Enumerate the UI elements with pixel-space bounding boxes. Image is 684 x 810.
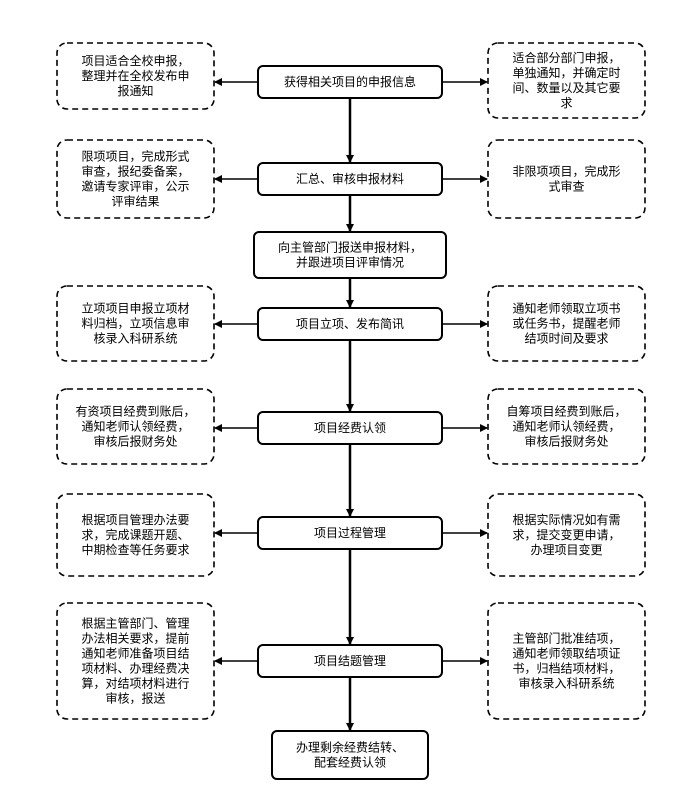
step-node-c3-box: [253, 231, 447, 279]
step-node-c7-text-line: 项目结题管理: [314, 653, 386, 668]
note-node-l6-text-line: 中期检查等任务要求: [81, 542, 189, 557]
note-node-l6-text-line: 求，完成课题开题、: [81, 527, 189, 542]
note-node-r5-text-line: 通知老师认领经费，: [512, 420, 620, 434]
step-node-c2-box: [257, 162, 443, 196]
note-node-r4-box: [487, 285, 646, 362]
note-node-r1-text-line: 单独通知，并确定时: [512, 65, 620, 80]
note-node-r1-text-line: 适合部分部门申报，: [512, 50, 620, 65]
note-node-r7-text-line: 主管部门批准结项，: [512, 631, 620, 646]
note-node-l2-text-line: 邀请专家评审，公示: [81, 179, 189, 194]
note-node-l5-text-line: 审核后报财务处: [93, 434, 177, 449]
note-node-l4-box: [56, 285, 215, 362]
note-node-r4-text-line: 或任务书，提醒老师: [512, 316, 620, 331]
note-node-r4-text-line: 结项时间及要求: [524, 332, 608, 346]
note-node-l4-text-line: 立项项目申报立项材: [81, 301, 189, 316]
note-node-r6-text-line: 求，提交变更申请，: [512, 527, 620, 542]
note-node-r7-box: [487, 602, 646, 720]
note-node-r1-text-line: 间、数量以及其它要: [512, 80, 620, 95]
note-node-l7-text-line: 算，对结项材料进行: [81, 676, 189, 691]
step-node-c4-box: [257, 307, 443, 341]
step-node-c6-box: [257, 516, 443, 550]
note-node-l5-text-line: 有资项目经费到账后，: [75, 405, 195, 419]
note-node-r5-box: [487, 388, 646, 465]
step-node-c5-text-line: 项目经费认领: [314, 421, 386, 435]
step-node-c7-box: [257, 644, 443, 678]
note-node-l7-text-line: 审核，报送: [105, 691, 165, 706]
note-node-l7-text-line: 根据主管部门、管理: [81, 616, 189, 631]
note-node-r2-text-line: 式审查: [548, 179, 584, 194]
note-node-r6-text-line: 根据实际情况如有需: [512, 512, 620, 527]
step-node-c8-box: [271, 730, 429, 780]
step-node-c3-text-line: 并跟进项目评审情况: [296, 255, 404, 270]
step-node-c7: 项目结题管理: [257, 644, 443, 678]
note-node-l1-text-line: 报通知: [117, 83, 153, 98]
note-node-l7-box: [56, 602, 215, 720]
step-node-c2-text-line: 汇总、审核申报材料: [296, 171, 404, 186]
note-node-l1-text-line: 整理并在全校发布申: [81, 68, 189, 83]
step-node-c8: 办理剩余经费结转、配套经费认领: [271, 730, 429, 780]
note-node-r7-text-line: 审核录入科研系统: [518, 676, 614, 691]
connectors: [214, 78, 488, 731]
note-node-l4-text-line: 核录入科研系统: [93, 332, 177, 346]
note-node-l1-box: [56, 42, 215, 110]
step-node-c8-text-line: 配套经费认领: [314, 756, 386, 770]
note-node-r1-box: [487, 42, 646, 119]
step-node-c1: 获得相关项目的申报信息: [257, 65, 443, 99]
note-node-r7-text-line: 书，归档结项材料，: [512, 662, 620, 676]
note-node-l7-text-line: 项材料、办理经费决: [81, 661, 189, 676]
step-node-c2: 汇总、审核申报材料: [257, 162, 443, 196]
note-node-r2-box: [487, 139, 646, 219]
note-node-l7: 根据主管部门、管理办法相关要求，提前通知老师准备项目结项材料、办理经费决算，对结…: [56, 602, 215, 720]
step-node-c1-text-line: 获得相关项目的申报信息: [284, 74, 416, 89]
note-node-l2-text-line: 审查，报纪委备案，: [81, 164, 189, 179]
step-node-c6-text-line: 项目过程管理: [314, 525, 386, 540]
step-node-c5: 项目经费认领: [257, 411, 443, 445]
note-node-r6-text-line: 办理项目变更: [530, 542, 602, 557]
note-node-l6-box: [56, 493, 215, 577]
note-node-r6-box: [487, 493, 646, 577]
note-node-l5-text-line: 通知老师认领经费，: [81, 420, 189, 434]
nodes: 获得相关项目的申报信息汇总、审核申报材料向主管部门报送申报材料，并跟进项目评审情…: [56, 42, 646, 780]
note-node-r5: 自筹项目经费到账后，通知老师认领经费，审核后报财务处: [487, 388, 646, 465]
note-node-r5-text-line: 自筹项目经费到账后，: [506, 405, 626, 419]
step-node-c1-box: [257, 65, 443, 99]
note-node-l4-text-line: 料归档，立项信息审: [81, 316, 189, 331]
note-node-r1-text-line: 求: [560, 96, 572, 110]
note-node-r5-text-line: 审核后报财务处: [524, 434, 608, 449]
step-node-c5-box: [257, 411, 443, 445]
note-node-l6-text-line: 根据项目管理办法要: [81, 512, 189, 527]
note-node-l5: 有资项目经费到账后，通知老师认领经费，审核后报财务处: [56, 388, 215, 465]
note-node-r4-text-line: 通知老师领取立项书: [512, 301, 620, 316]
note-node-l5-box: [56, 388, 215, 465]
note-node-l7-text-line: 办法相关要求，提前: [81, 631, 189, 646]
note-node-l1-text-line: 项目适合全校申报，: [81, 53, 189, 68]
note-node-l7-text-line: 通知老师准备项目结: [81, 647, 189, 661]
step-node-c6: 项目过程管理: [257, 516, 443, 550]
note-node-l2-box: [56, 139, 215, 219]
step-node-c4-text-line: 项目立项、发布简讯: [296, 316, 404, 331]
step-node-c3-text-line: 向主管部门报送申报材料，: [278, 240, 422, 255]
note-node-l2-text-line: 评审结果: [111, 194, 159, 209]
note-node-r7-text-line: 通知老师领取结项证: [512, 647, 620, 661]
note-node-r2-text-line: 非限项项目，完成形: [512, 164, 620, 179]
step-node-c3: 向主管部门报送申报材料，并跟进项目评审情况: [253, 231, 447, 279]
note-node-l2-text-line: 限项项目，完成形式: [81, 149, 189, 164]
step-node-c8-text-line: 办理剩余经费结转、: [296, 740, 404, 755]
step-node-c4: 项目立项、发布简讯: [257, 307, 443, 341]
